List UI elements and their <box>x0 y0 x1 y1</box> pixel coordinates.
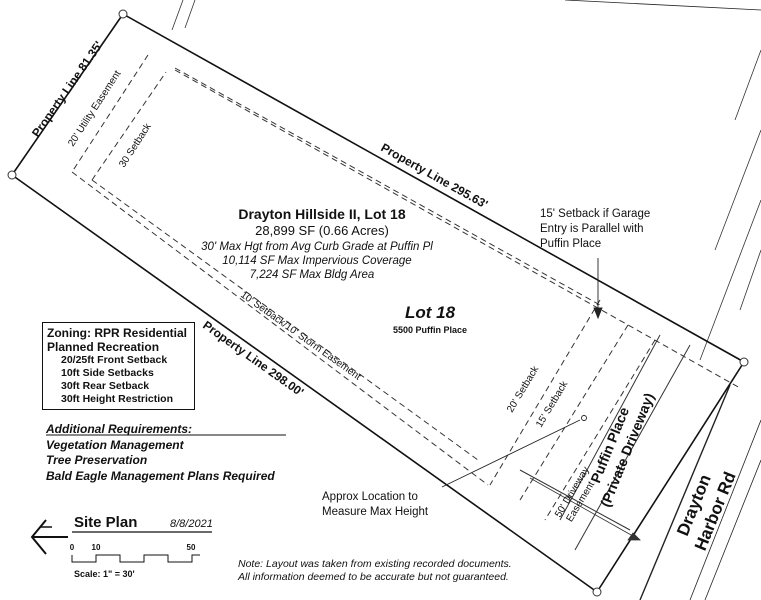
property-boundary <box>11 13 745 593</box>
additional-title: Additional Requirements: <box>46 422 193 436</box>
additional-requirements: Additional Requirements: Vegetation Mana… <box>46 422 296 484</box>
zoning-item: 20/25ft Front Setback <box>61 354 168 366</box>
zoning-item: 10ft Side Setbacks <box>61 367 154 379</box>
disclaimer-note: Note: Layout was taken from existing rec… <box>238 558 512 584</box>
scale-text: Scale: 1" = 30' <box>74 569 135 579</box>
zoning-item: 30ft Rear Setback <box>61 380 150 392</box>
property-corners <box>7 9 749 597</box>
lot-impervious: 10,114 SF Max Impervious Coverage <box>222 255 411 267</box>
additional-item: Bald Eagle Management Plans Required <box>46 468 275 483</box>
lot-max-height: 30' Max Hgt from Avg Curb Grade at Puffi… <box>201 241 433 253</box>
leader-arrows <box>441 258 603 488</box>
zoning-box: Zoning: RPR Residential Planned Recreati… <box>42 322 195 410</box>
scale-tick-0: 0 <box>70 543 75 552</box>
lot-area: 28,899 SF (0.66 Acres) <box>255 223 389 238</box>
additional-item: Tree Preservation <box>46 453 148 467</box>
scale-tick-10: 10 <box>92 543 101 552</box>
driveway-dimension <box>529 477 641 541</box>
disclaimer-line: Note: Layout was taken from existing rec… <box>238 558 512 570</box>
additional-item: Vegetation Management <box>46 437 184 452</box>
zoning-title-2: Planned Recreation <box>47 340 160 354</box>
property-line-north-label: Property Line 295.63' <box>379 140 491 211</box>
disclaimer-line: All information deemed to be accurate bu… <box>238 571 509 583</box>
rear-setback-label: 30 Setback <box>117 121 154 170</box>
lot-number-label: Lot 18 <box>405 303 456 322</box>
lot-title: Drayton Hillside II, Lot 18 <box>238 206 405 222</box>
road-lines <box>564 0 761 600</box>
zoning-item: 30ft Height Restriction <box>61 393 174 405</box>
property-line-west-label: Property Line 81.35' <box>29 39 106 140</box>
scale-tick-50: 50 <box>187 543 196 552</box>
lot-address-label: 5500 Puffin Place <box>393 325 467 335</box>
site-plan-date: 8/8/2021 <box>170 518 213 530</box>
measure-height-note: Approx Location to Measure Max Height <box>322 491 429 518</box>
site-plan-title: Site Plan <box>74 514 137 531</box>
garage-setback-note: 15' Setback if Garage Entry is Parallel … <box>540 208 653 250</box>
setback-lines <box>71 54 741 521</box>
road-diagonal-lines <box>171 0 761 361</box>
scale-bar <box>71 554 200 563</box>
zoning-title-1: Zoning: RPR Residential <box>47 326 188 340</box>
north-arrow-icon <box>30 519 68 555</box>
front-setback-15-label: 15' Setback <box>534 378 571 429</box>
driveway-lines <box>519 334 691 551</box>
lot-bldg-area: 7,224 SF Max Bldg Area <box>250 269 375 281</box>
